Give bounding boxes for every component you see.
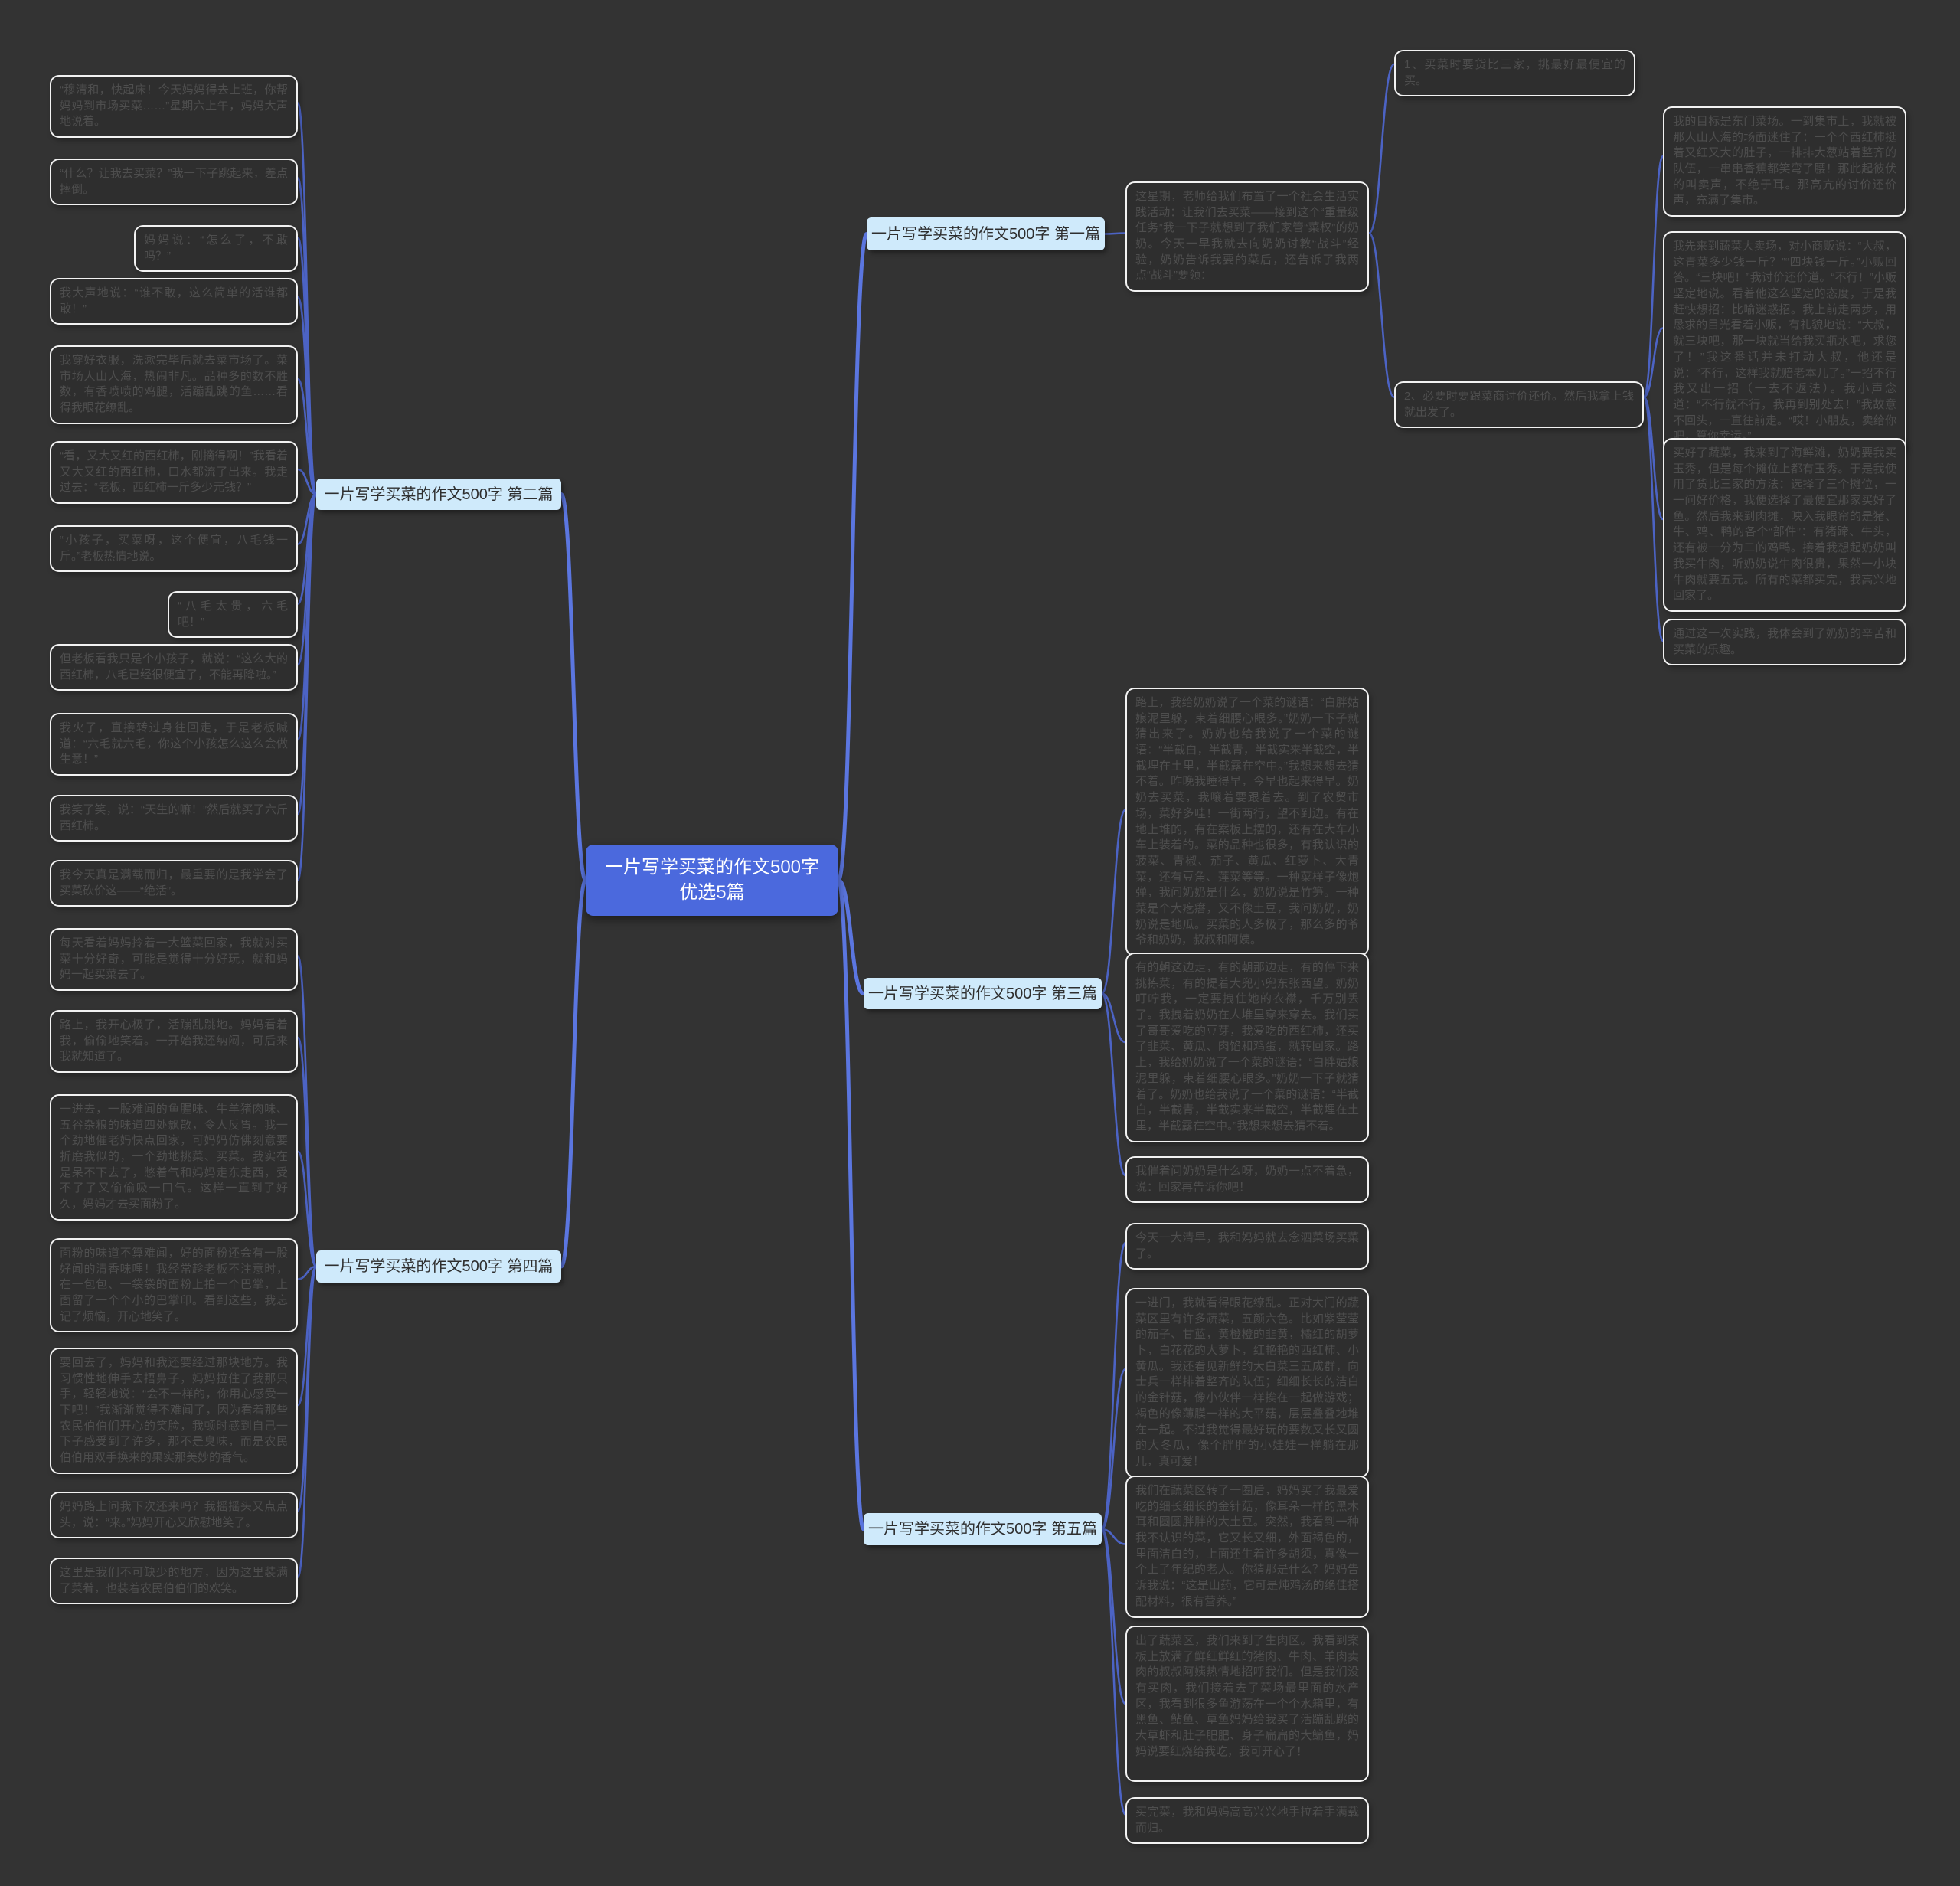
detail-node-L5[interactable]: 我穿好衣服，洗漱完毕后就去菜市场了。菜市场人山人海，热闹非凡。品种多的数不胜数，… <box>50 345 298 424</box>
detail-node-b1c1[interactable]: 这星期，老师给我们布置了一个社会生活实践活动：让我们去买菜——接到这个“重量级任… <box>1125 181 1369 293</box>
connector-path <box>1100 809 1127 995</box>
central-topic[interactable]: 一片写学买菜的作文500字优选5篇 <box>586 845 838 916</box>
detail-node-L11[interactable]: 我笑了笑，说：“天生的嘛！”然后就买了六斤西红柿。 <box>50 795 298 842</box>
detail-node-b3c3[interactable]: 我催着问奶奶是什么呀，奶奶一点不着急，说：回家再告诉你吧！ <box>1125 1156 1369 1204</box>
detail-node-b5c3[interactable]: 我们在蔬菜区转了一圈后，妈妈买了我最爱吃的细长细长的金针菇，像耳朵一样的黑木耳和… <box>1125 1476 1369 1618</box>
detail-node-b5c1[interactable]: 今天一大清早，我和妈妈就去念泗菜场买菜了。 <box>1125 1223 1369 1270</box>
connector-path <box>296 1265 318 1407</box>
connector-path <box>836 878 866 995</box>
connector-path <box>296 468 318 495</box>
detail-node-rD[interactable]: 通过这一次实践，我体会到了奶奶的辛苦和买菜的乐趣。 <box>1663 619 1906 666</box>
detail-node-L1[interactable]: “穆清和，快起床！今天妈妈得去上班，你帮妈妈到市场买菜……”星期六上午，妈妈大声… <box>50 75 298 139</box>
connector-path <box>559 492 588 882</box>
connector-path <box>296 493 318 545</box>
connector-path <box>1100 992 1127 1044</box>
branch-topic-b4[interactable]: 一片写学买菜的作文500字 第四篇 <box>316 1250 561 1283</box>
detail-node-L17[interactable]: 要回去了，妈妈和我还要经过那块地方。我习惯性地伸手去捂鼻子，妈妈拉住了我那只手，… <box>50 1348 298 1474</box>
branch-topic-b2[interactable]: 一片写学买菜的作文500字 第二篇 <box>316 479 561 510</box>
connector-path <box>296 1265 318 1280</box>
connector-path <box>296 1265 318 1578</box>
connector-path <box>296 237 318 495</box>
connector-path <box>1642 396 1664 642</box>
connector-path <box>1100 1528 1127 1545</box>
detail-node-b5c2[interactable]: 一进门，我就看得眼花缭乱。正对大门的蔬菜区里有许多蔬菜，五颜六色。比如紫莹莹的茄… <box>1125 1288 1369 1478</box>
connector-path <box>1367 63 1396 234</box>
detail-node-rA[interactable]: 我的目标是东门菜场。一到集市上，我就被那人山人海的场面迷住了：一个个西红柿挺着又… <box>1663 106 1906 217</box>
connector-path <box>296 177 318 495</box>
detail-node-L3[interactable]: 妈妈说：“怎么了，不敢吗？” <box>134 225 298 273</box>
connector-path <box>296 1036 318 1268</box>
detail-node-L6[interactable]: “看，又大又红的西红柿，刚摘得啊！”我看着又大又红的西红柿，口水都流了出来。我走… <box>50 441 298 505</box>
detail-node-L19[interactable]: 这里是我们不可缺少的地方，因为这里装满了菜肴，也装着农民伯伯们的欢笑。 <box>50 1558 298 1605</box>
detail-node-r2[interactable]: 2、必要时要跟菜商讨价还价。然后我拿上钱就出发了。 <box>1394 381 1644 429</box>
detail-node-b5c4[interactable]: 出了蔬菜区，我们来到了生肉区。我看到案板上放满了鲜红鲜红的猪肉、牛肉、羊肉卖肉的… <box>1125 1626 1369 1782</box>
connector-path <box>296 493 318 881</box>
detail-node-L18[interactable]: 妈妈路上问我下次还来吗？我摇摇头又点点头，说：“来。”妈妈开心又欣慰地笑了。 <box>50 1492 298 1539</box>
detail-node-L7[interactable]: “小孩子，买菜呀，这个便宜，八毛钱一斤。”老板热情地说。 <box>50 525 298 573</box>
detail-node-b3c1[interactable]: 路上，我给奶奶说了一个菜的谜语：“白胖姑娘泥里躲，束着细腰心眼多。”奶奶一下子就… <box>1125 688 1369 956</box>
detail-node-b3c2[interactable]: 有的朝这边走，有的朝那边走，有的停下来挑拣菜，有的提着大兜小兜东张西望。奶奶叮咛… <box>1125 953 1369 1142</box>
branch-topic-b3[interactable]: 一片写学买菜的作文500字 第三篇 <box>864 978 1102 1009</box>
connector-path <box>296 493 318 666</box>
detail-node-rB[interactable]: 我先来到蔬菜大卖场，对小商贩说：“大叔，这青菜多少钱一斤？”“四块钱一斤。”小贩… <box>1663 231 1906 453</box>
connector-path <box>836 878 866 1531</box>
detail-node-L10[interactable]: 我火了，直接转过身往回走，于是老板喊道：“六毛就六毛，你这个小孩怎么这么会做生意… <box>50 713 298 776</box>
detail-node-L15[interactable]: 一进去，一股难闻的鱼腥味、牛羊猪肉味、五谷杂粮的味道四处飘散，令人反胃。我一个劲… <box>50 1094 298 1221</box>
detail-node-L13[interactable]: 每天看着妈妈拎着一大篮菜回家，我就对买菜十分好奇，可能是觉得十分好玩，就和妈妈一… <box>50 928 298 992</box>
connector-path <box>296 1150 318 1268</box>
connector-path <box>1642 396 1664 521</box>
detail-node-L4[interactable]: 我大声地说：“谁不敢，这么简单的活谁都敢！” <box>50 278 298 325</box>
connector-path <box>1642 327 1664 398</box>
detail-node-L2[interactable]: “什么？让我去买菜？”我一下子跳起来，差点摔倒。 <box>50 159 298 206</box>
detail-node-rC[interactable]: 买好了蔬菜，我来到了海鲜滩，奶奶要我买玉秀，但是每个摊位上都有玉秀。于是我使用了… <box>1663 438 1906 612</box>
detail-node-L9[interactable]: 但老板看我只是个小孩子，就说：“这么大的西红柿，八毛已经很便宜了，不能再降啦。” <box>50 644 298 691</box>
connector-path <box>1367 232 1396 398</box>
detail-node-b5c5[interactable]: 买完菜，我和妈妈高高兴兴地手拉着手满载而归。 <box>1125 1797 1369 1845</box>
connector-path <box>1642 155 1664 398</box>
connector-path <box>296 296 318 495</box>
detail-node-L16[interactable]: 面粉的味道不算难闻，好的面粉还会有一股好闻的清香味哩！我经常趁老板不注意时，在一… <box>50 1238 298 1333</box>
connector-path <box>1100 992 1127 1177</box>
detail-node-L12[interactable]: 我今天真是满载而归，最重要的是我学会了买菜砍价这——“绝活”。 <box>50 860 298 907</box>
connector-path <box>296 1265 318 1512</box>
detail-node-r1[interactable]: 1、买菜时要货比三家，挑最好最便宜的买。 <box>1394 50 1635 97</box>
detail-node-L8[interactable]: “八毛太贵，六毛吧！” <box>168 591 298 639</box>
connector-path <box>1100 1528 1127 1705</box>
connector-path <box>296 493 318 605</box>
connector-path <box>1100 1368 1127 1531</box>
connector-path <box>296 102 318 495</box>
connector-path <box>296 493 318 816</box>
connector-path <box>559 878 588 1269</box>
branch-topic-b1[interactable]: 一片写学买菜的作文500字 第一篇 <box>867 217 1105 250</box>
connector-path <box>1100 1241 1127 1531</box>
connector-path <box>296 955 318 1268</box>
detail-node-L14[interactable]: 路上，我开心极了，活蹦乱跳地。妈妈看着我，偷偷地笑着。一开始我还纳闷，可后来我就… <box>50 1010 298 1074</box>
connector-path <box>296 378 318 495</box>
connector-path <box>296 493 318 741</box>
connector-path <box>836 232 869 882</box>
connector-path <box>1100 1528 1127 1816</box>
branch-topic-b5[interactable]: 一片写学买菜的作文500字 第五篇 <box>864 1513 1102 1545</box>
